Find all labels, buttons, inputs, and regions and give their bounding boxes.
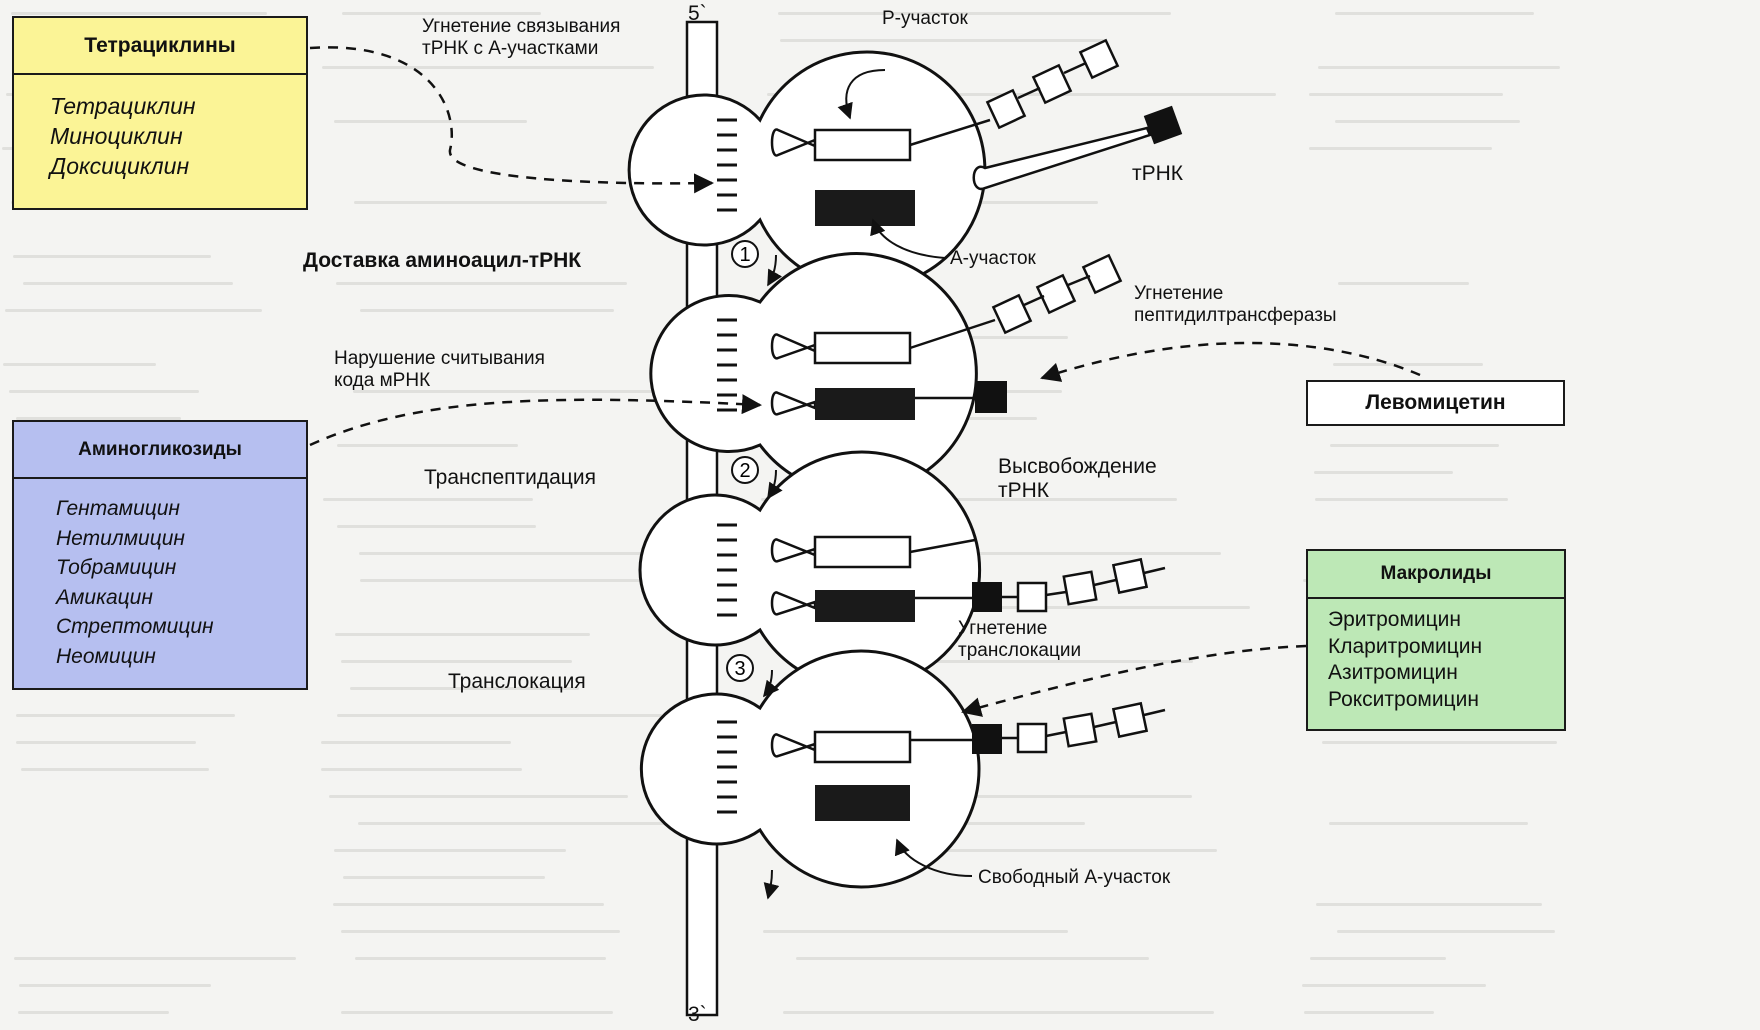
macrolides-list: Эритромицин Кларитромицин Азитромицин Ро… (1308, 599, 1564, 713)
drug-item: Гентамицин (56, 497, 180, 520)
ribosome-1 (627, 38, 1183, 290)
ribosome-body (627, 50, 987, 290)
step-3-number: 3 (734, 658, 745, 680)
translocation-label: Транслокация (448, 670, 586, 693)
p-site-slot (813, 128, 912, 162)
peptide-chain (1016, 557, 1149, 613)
p-site-pointer (837, 69, 886, 120)
three-prime-label: 3` (688, 1003, 707, 1026)
drug-item: Нетилмицин (56, 526, 185, 550)
release-line-2: тРНК (998, 479, 1050, 502)
step-2-arrow (767, 469, 783, 500)
drug-item: Тобрамицин (56, 556, 177, 579)
bottom-arrow (763, 869, 780, 900)
tetracycline-action-arrow (309, 46, 714, 194)
ribosome-body (639, 649, 981, 889)
amino-acid-black (975, 381, 1007, 413)
codon-ticks (717, 523, 737, 617)
misreading-line-2: кода мРНК (334, 370, 431, 391)
drug-item: Эритромицин (1328, 608, 1462, 631)
inhibit-binding-line-1: Угнетение связывания (422, 16, 621, 37)
inhibit-translocation-line-2: транслокации (958, 640, 1082, 661)
macrolides-box: Макролиды Эритромицин Кларитромицин Азит… (1306, 549, 1566, 731)
delivery-label: Доставка аминоацил-тРНК (303, 249, 582, 272)
drug-item: Азитромицин (1328, 661, 1458, 684)
aminoglycosides-title: Аминогликозиды (14, 422, 306, 479)
ribosome-2 (649, 252, 1123, 495)
transpeptidation-label: Транспептидация (424, 466, 596, 489)
inhibit-translocation-line-1: Угнетение (958, 618, 1048, 639)
a-site-label: А-участок (950, 248, 1036, 269)
step-1-arrow (767, 254, 783, 287)
drug-item: Кларитромицин (1328, 634, 1483, 658)
tetracyclines-box: Тетрациклины Тетрациклин Миноциклин Докс… (12, 16, 308, 210)
macrolide-action-arrow (961, 644, 1307, 717)
p-site-slot (813, 331, 912, 365)
p-site-slot (813, 730, 912, 764)
free-a-site-pointer (894, 838, 973, 877)
inhibit-binding-label: Угнетение связывания тРНК с А-участками (422, 16, 620, 60)
levomycetin-box: Левомицетин (1306, 380, 1565, 426)
inhibit-peptidyl-label: Угнетение пептидилтрансферазы (1134, 283, 1337, 327)
tetracyclines-list: Тетрациклин Миноциклин Доксициклин (14, 75, 306, 181)
drug-item: Стрептомицин (56, 615, 214, 638)
step-1-number: 1 (739, 244, 750, 266)
peptide-chain (1016, 701, 1149, 754)
ribosome-4 (639, 649, 1166, 889)
tetracyclines-title: Тетрациклины (14, 18, 306, 75)
ribosome-3 (638, 450, 1166, 690)
p-site-slot (813, 535, 912, 569)
release-label: Высвобождение тРНК (998, 455, 1157, 503)
free-a-site-label: Свободный А-участок (978, 867, 1171, 888)
a-site-trna (770, 391, 817, 416)
amino-acid-black (972, 724, 1002, 754)
step-3-marker: 3 (726, 654, 754, 682)
amino-acid-black (972, 582, 1002, 612)
five-prime-label: 5` (688, 2, 707, 25)
inhibit-peptidyl-line-1: Угнетение (1134, 283, 1224, 304)
p-site-trna (770, 128, 817, 157)
step-2-marker: 2 (731, 456, 759, 484)
a-site-slot (815, 190, 915, 226)
inhibit-translocation-label: Угнетение транслокации (958, 618, 1081, 662)
inhibit-peptidyl-line-2: пептидилтрансферазы (1134, 305, 1337, 326)
peptide-chain (985, 38, 1120, 130)
step-3-arrow (763, 669, 780, 698)
drug-item: Тетрациклин (50, 93, 196, 119)
drug-item: Доксициклин (50, 153, 190, 179)
peptide-chain (991, 253, 1123, 335)
p-site-trna (770, 733, 817, 758)
free-a-site-slot (815, 785, 910, 821)
misreading-label: Нарушение считывания кода мРНК (334, 348, 545, 392)
p-site-trna (770, 333, 817, 360)
drug-item: Рокситромицин (1328, 687, 1479, 711)
codon-ticks (717, 720, 737, 814)
release-line-1: Высвобождение (998, 455, 1157, 478)
drug-item: Амикацин (56, 585, 153, 609)
step-1-marker: 1 (731, 240, 759, 268)
macrolides-title: Макролиды (1308, 551, 1564, 599)
a-site-slot (815, 388, 915, 420)
amino-acid-black (1143, 105, 1183, 145)
a-site-slot (815, 590, 915, 622)
trna-label: тРНК (1132, 162, 1184, 185)
levomycetin-action-arrow (1040, 341, 1421, 382)
step-2-number: 2 (739, 460, 750, 482)
a-site-pointer (870, 218, 946, 259)
aminoglycosides-box: Аминогликозиды Гентамицин Нетилмицин Тоб… (12, 420, 308, 690)
codon-ticks (717, 318, 737, 412)
released-trna (770, 538, 817, 563)
a-site-trna (770, 591, 817, 616)
p-site-label: Р-участок (882, 8, 968, 29)
incoming-trna (972, 126, 1152, 191)
codon-ticks (717, 118, 737, 212)
misreading-line-1: Нарушение считывания (334, 348, 545, 369)
drug-item: Неомицин (56, 644, 156, 668)
drug-item: Миноциклин (50, 123, 183, 149)
inhibit-binding-line-2: тРНК с А-участками (422, 38, 599, 59)
aminoglycosides-list: Гентамицин Нетилмицин Тобрамицин Амикаци… (14, 479, 306, 671)
